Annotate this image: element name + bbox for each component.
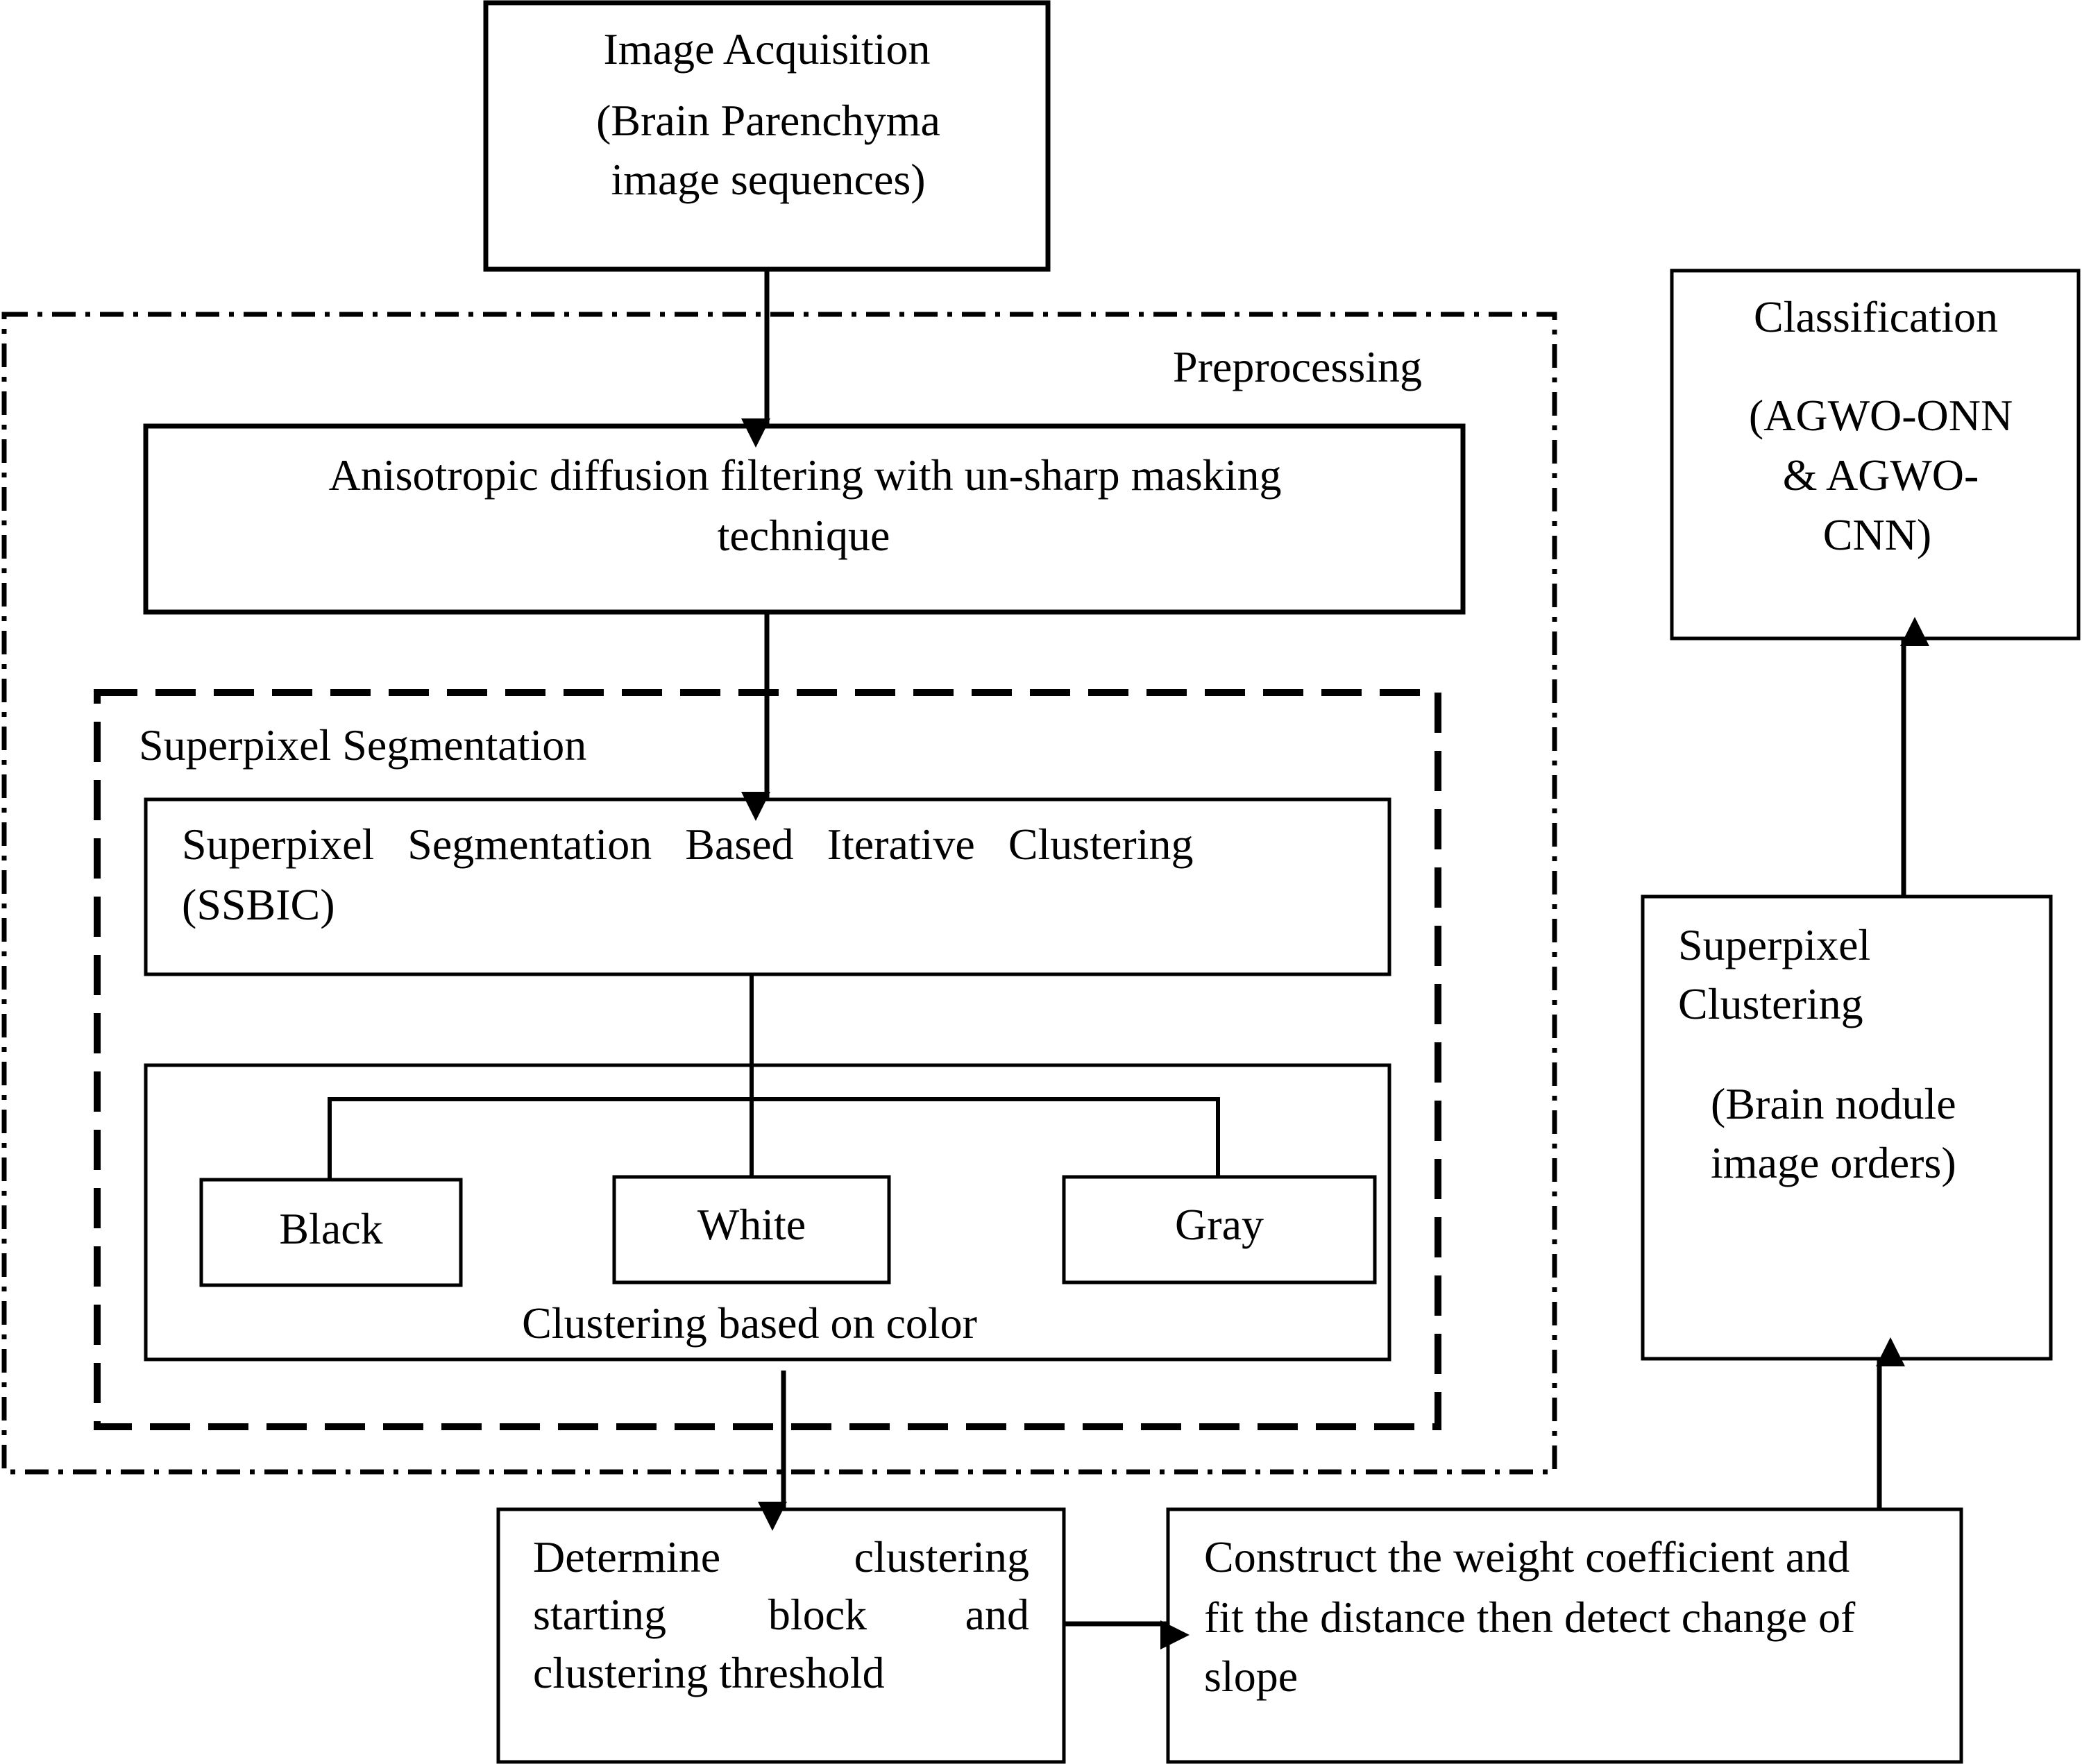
anisotropic-filtering-line-2: technique bbox=[718, 511, 890, 560]
preprocessing-region bbox=[1, 312, 1557, 1475]
image-acquisition-title: Image Acquisition bbox=[603, 24, 930, 74]
ssbic-line-1: Superpixel Segmentation Based Iterative … bbox=[182, 820, 1193, 869]
superpixel-clustering-line-1: Superpixel bbox=[1678, 920, 1870, 969]
construct-line-1: Construct the weight coefficient and bbox=[1204, 1532, 1850, 1581]
classification-box bbox=[1670, 269, 2081, 641]
determine-line-2-middle: block bbox=[768, 1590, 867, 1639]
superpixel-clustering-line-2: Clustering bbox=[1678, 979, 1863, 1028]
cluster-gray-box bbox=[1062, 1175, 1377, 1284]
classification-line-2: (AGWO-ONN bbox=[1749, 391, 2013, 440]
construct-line-3: slope bbox=[1204, 1652, 1298, 1701]
superpixel-clustering-box bbox=[1641, 894, 2053, 1361]
anisotropic-filtering-line-1: Anisotropic diffusion filtering with un-… bbox=[329, 450, 1282, 500]
color-clustering-caption: Clustering based on color bbox=[522, 1298, 977, 1348]
cluster-branch-connector bbox=[328, 1097, 1220, 1180]
determine-line-2-left: starting bbox=[533, 1590, 666, 1639]
cluster-black-box bbox=[199, 1178, 463, 1287]
classification-title: Classification bbox=[1754, 292, 1998, 341]
ssbic-line-2: (SSBIC) bbox=[182, 880, 335, 929]
determine-line-1-left: Determine bbox=[533, 1532, 720, 1581]
classification-line-3: & AGWO- bbox=[1783, 450, 1979, 500]
determine-line-3: clustering threshold bbox=[533, 1648, 885, 1697]
preprocessing-label: Preprocessing bbox=[1173, 342, 1422, 391]
ssbic-box bbox=[144, 797, 1391, 976]
superpixel-clustering-line-4: image orders) bbox=[1711, 1138, 1956, 1187]
image-acquisition-subtitle-2: image sequences) bbox=[611, 155, 925, 204]
cluster-white-label: White bbox=[697, 1200, 806, 1249]
determine-line-1-right: clustering bbox=[854, 1532, 1029, 1581]
construct-line-2: fit the distance then detect change of bbox=[1204, 1593, 1856, 1642]
superpixel-segmentation-label: Superpixel Segmentation bbox=[139, 720, 586, 770]
superpixel-clustering-line-3: (Brain nodule bbox=[1711, 1079, 1956, 1128]
image-acquisition-subtitle-1: (Brain Parenchyma bbox=[596, 96, 940, 145]
anisotropic-filtering-box bbox=[143, 423, 1466, 615]
determine-threshold-box bbox=[496, 1507, 1066, 1764]
classification-line-4: CNN) bbox=[1823, 510, 1931, 559]
cluster-white-box bbox=[612, 1175, 891, 1284]
construct-weight-box bbox=[1166, 1507, 1963, 1764]
cluster-black-label: Black bbox=[279, 1204, 382, 1253]
image-acquisition-box bbox=[483, 0, 1051, 272]
cluster-gray-label: Gray bbox=[1175, 1200, 1264, 1249]
determine-line-2-right: and bbox=[965, 1590, 1029, 1639]
